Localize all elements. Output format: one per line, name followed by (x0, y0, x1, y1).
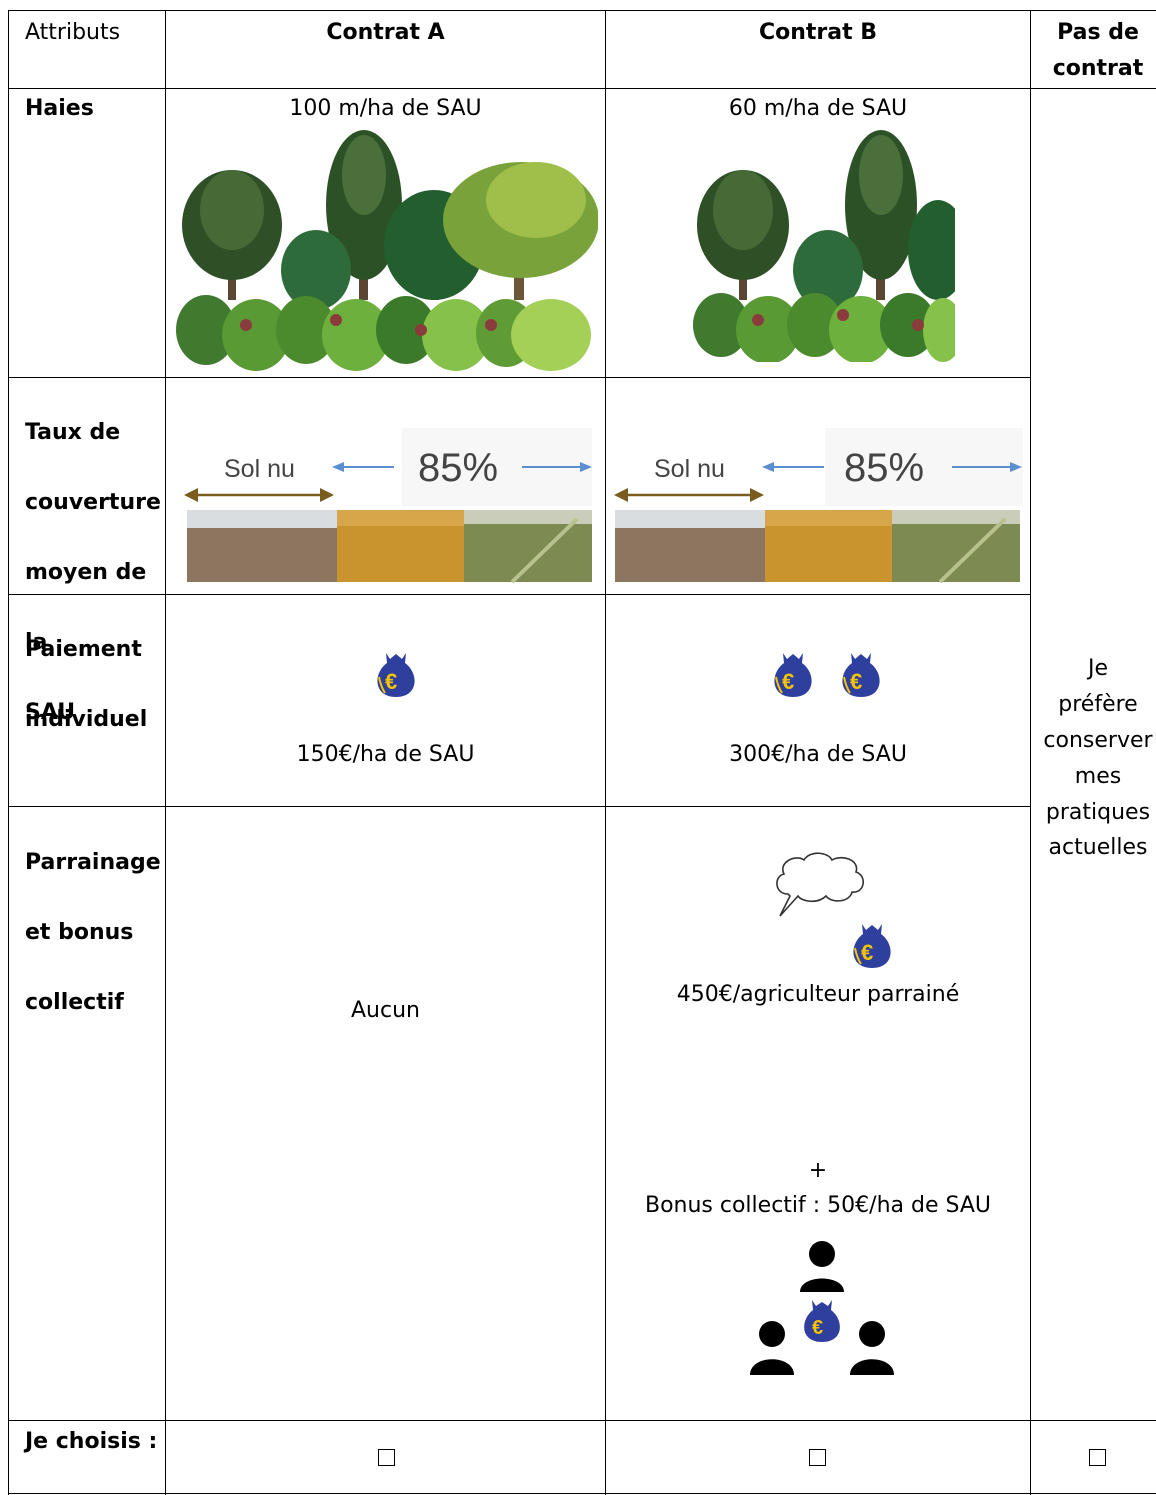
choice-checkbox-contract-a[interactable] (378, 1449, 395, 1466)
coverage-a-bare-soil-text: Sol nu (224, 455, 295, 483)
no-contract-text-line: mes (1074, 764, 1122, 789)
sponsorship-plus: + (808, 1158, 828, 1183)
coverage-b-percent-text: 85% (844, 446, 924, 490)
payment-label-line: Paiement (25, 637, 142, 662)
header-contract-a: Contrat A (326, 20, 445, 45)
no-contract-text-line: pratiques (1045, 800, 1151, 825)
sponsorship-value-a: Aucun (351, 998, 420, 1023)
sponsorship-value-b: 450€/agriculteur parrainé (676, 982, 960, 1007)
svg-text:€: € (385, 669, 397, 694)
coverage-b-bare-soil-text: Sol nu (654, 455, 725, 483)
no-contract-text-line: actuelles (1048, 835, 1148, 860)
coverage-graphic-a: Sol nu 85% (184, 428, 592, 584)
choice-checkbox-contract-b[interactable] (809, 1449, 826, 1466)
coverage-label-line: couverture (25, 490, 161, 515)
money-bag-icon: € (774, 653, 812, 697)
grid-line (165, 10, 166, 1495)
svg-text:€: € (850, 669, 862, 694)
no-contract-text-line: conserver (1043, 728, 1153, 753)
choice-checkbox-no-contract[interactable] (1089, 1449, 1106, 1466)
coverage-a-percent-text: 85% (418, 446, 498, 490)
collective-bonus-value: Bonus collectif : 50€/ha de SAU (644, 1193, 992, 1218)
header-contract-b: Contrat B (758, 20, 878, 45)
coverage-label-line: SAU (25, 700, 76, 725)
svg-text:€: € (861, 940, 873, 965)
header-no-contract-line1: Pas de (1057, 20, 1139, 45)
grid-line (8, 10, 1156, 11)
grid-line (8, 806, 1030, 807)
no-contract-text-line: préfère (1058, 692, 1138, 717)
row-label-hedges: Haies (25, 96, 94, 121)
no-contract-text-line: Je (1087, 656, 1109, 681)
payment-value-b: 300€/ha de SAU (729, 742, 907, 767)
grid-line (1030, 10, 1031, 1495)
people-group-icon: € (750, 1241, 894, 1375)
coverage-graphic-b: Sol nu 85% (614, 428, 1023, 584)
coverage-label-line: la (25, 630, 48, 655)
sponsorship-label-line: collectif (25, 990, 124, 1015)
speech-bubble-icon (776, 852, 864, 917)
grid-line (8, 1420, 1156, 1421)
payment-value-a: 150€/ha de SAU (296, 742, 475, 767)
header-no-contract-line2: contrat (1052, 56, 1144, 81)
grid-line (605, 10, 606, 1495)
sponsorship-label-line: et bonus (25, 920, 134, 945)
header-attributes: Attributs (25, 20, 121, 45)
grid-line (8, 88, 1156, 89)
row-label-payment: Paiement individuel (25, 597, 147, 772)
grid-line (8, 10, 9, 1495)
sponsorship-label-line: Parrainage (25, 850, 161, 875)
svg-text:€: € (812, 1317, 823, 1339)
coverage-label-line: moyen de (25, 560, 147, 585)
grid-line (8, 1493, 1156, 1494)
hedges-value-a: 100 m/ha de SAU (289, 96, 482, 121)
hedge-illustration-b (693, 130, 955, 362)
payment-label-line: individuel (25, 707, 148, 732)
money-bag-icon: € (842, 653, 880, 697)
hedge-illustration-a (176, 130, 598, 372)
coverage-label-line: Taux de (25, 420, 121, 445)
grid-line (8, 377, 1030, 378)
row-label-coverage: Taux de couverture moyen de la SAU (25, 380, 161, 765)
money-bag-icon: € (377, 653, 415, 697)
hedges-value-b: 60 m/ha de SAU (728, 96, 908, 121)
grid-line (8, 594, 1030, 595)
row-label-sponsorship: Parrainage et bonus collectif (25, 810, 161, 1055)
svg-text:€: € (782, 669, 794, 694)
money-bag-icon: € (853, 924, 891, 968)
row-label-choice: Je choisis : (25, 1429, 158, 1454)
